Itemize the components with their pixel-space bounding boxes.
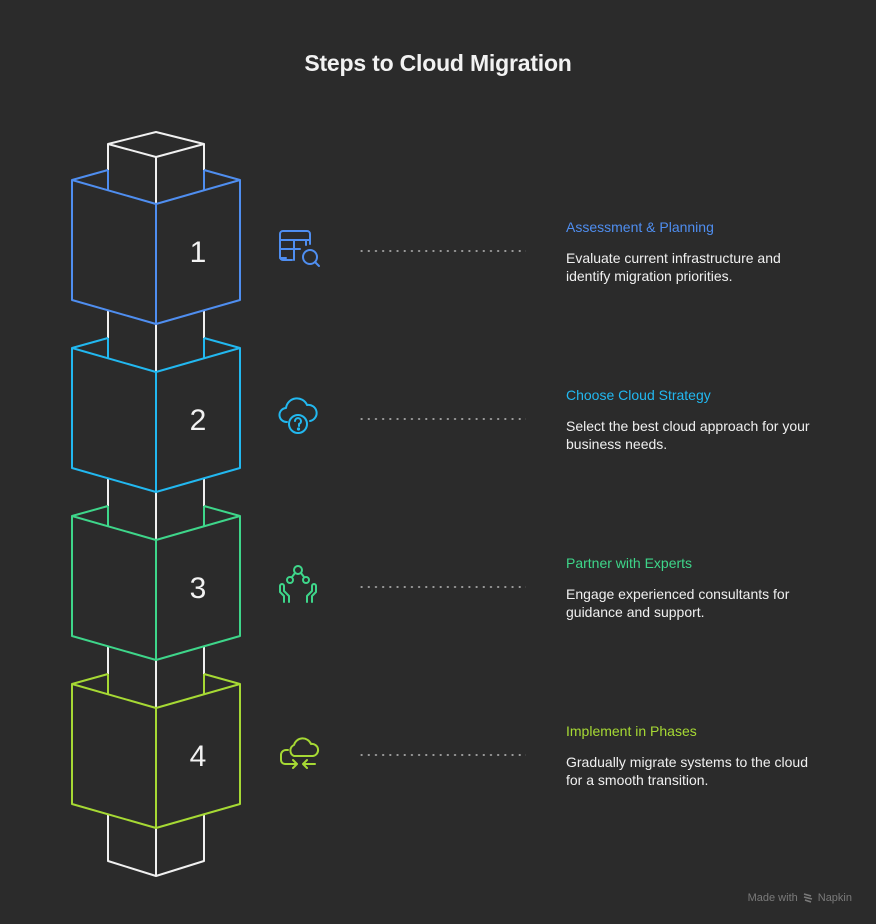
- cloud-converge-icon: [272, 726, 324, 778]
- step-number: 1: [190, 236, 207, 269]
- step-box-4: 4: [71, 673, 241, 829]
- step-number: 3: [190, 572, 207, 605]
- cloud-question-icon: [272, 390, 324, 442]
- step-description: Evaluate current infrastructure and iden…: [566, 250, 781, 284]
- step-title: Implement in Phases: [566, 723, 697, 739]
- step-box-outline: [71, 169, 241, 325]
- page-title: Steps to Cloud Migration: [304, 50, 572, 76]
- step-number: 4: [190, 740, 207, 773]
- dotted-connector: [358, 418, 526, 420]
- step-box-outline: [71, 673, 241, 829]
- step-number: 2: [190, 404, 207, 437]
- step-title: Partner with Experts: [566, 555, 693, 571]
- made-with-label: Made with: [747, 892, 798, 904]
- dotted-connector: [358, 754, 526, 756]
- step-title: Assessment & Planning: [566, 219, 714, 235]
- step-box-outline: [71, 337, 241, 493]
- dotted-connector: [358, 586, 526, 588]
- step-box-1: 1: [71, 169, 241, 325]
- footer-attribution: Made with Napkin: [748, 892, 852, 904]
- step-title: Choose Cloud Strategy: [566, 387, 711, 403]
- step-box-3: 3: [71, 505, 241, 661]
- dotted-connector: [358, 250, 526, 252]
- step-description: Gradually migrate systems to the cloud f…: [566, 754, 808, 788]
- napkin-brand-label: Napkin: [817, 892, 852, 904]
- step-box-2: 2: [71, 337, 241, 493]
- napkin-logo-icon: [803, 893, 812, 903]
- step-description: Engage experienced consultants for guida…: [566, 586, 790, 620]
- step-box-outline: [71, 505, 241, 661]
- hands-network-icon: [272, 558, 324, 610]
- table-search-icon: [272, 222, 324, 274]
- step-description: Select the best cloud approach for your …: [566, 418, 810, 452]
